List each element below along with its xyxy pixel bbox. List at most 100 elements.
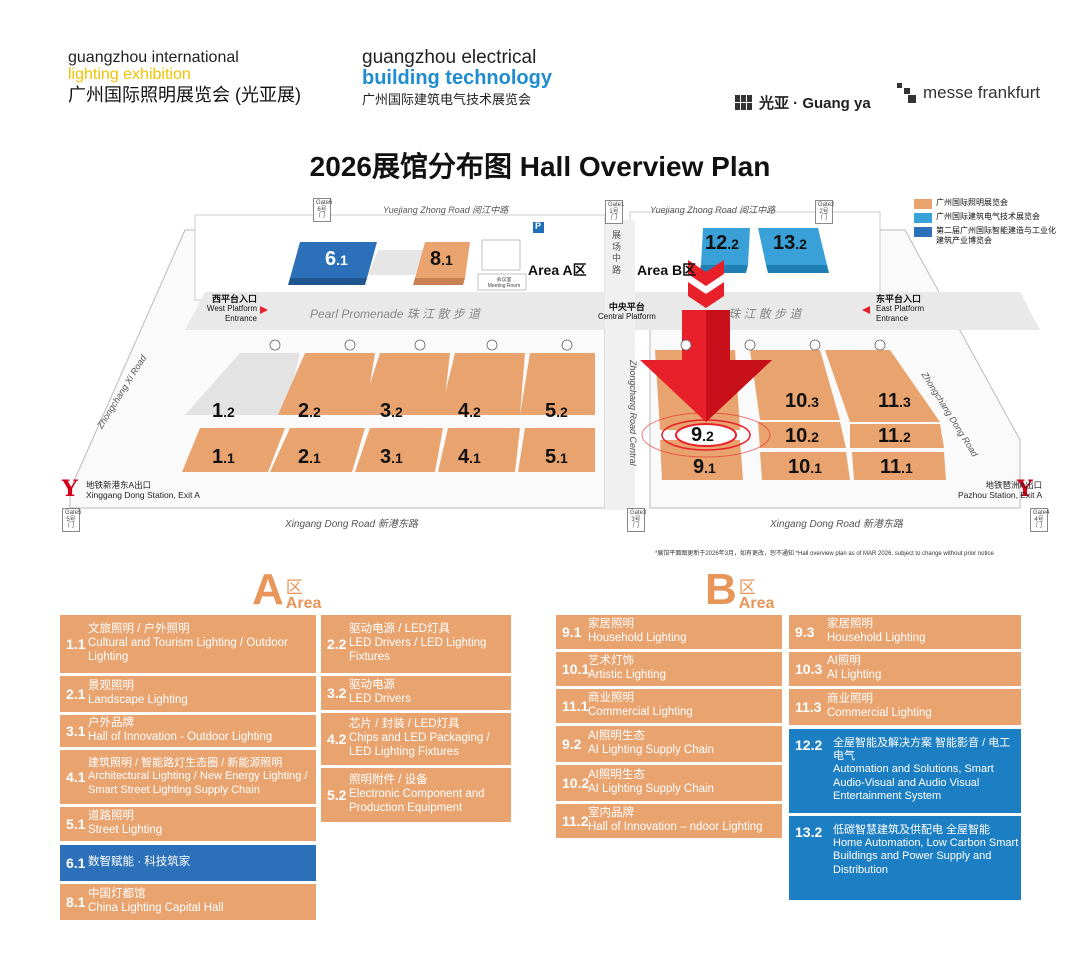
promenade-left: Pearl Promenade 珠 江 散 步 道 — [310, 307, 481, 321]
brand1-line1: guangzhou international — [68, 49, 239, 66]
gate-1: Gate1 1号门 — [605, 200, 624, 224]
legend-text-lighting: 广州国际照明展览会 — [936, 198, 1008, 207]
legend-item-lighting: 广州国际照明展览会 — [914, 198, 1056, 209]
hall-5-1-shape — [518, 428, 595, 472]
area-a-en: Area — [285, 595, 322, 612]
meeting-room-label: 会议室 Meeting Room — [482, 277, 526, 289]
brand2-line2: building technology — [362, 66, 552, 89]
brand1-line3: 广州国际照明展览会 (光亚展) — [68, 84, 301, 105]
hall-10-3-label: 10.3 — [785, 390, 819, 412]
meeting-room-main — [477, 273, 527, 291]
hall-8-1-shape — [415, 242, 470, 278]
hall-10-2-shape — [758, 422, 846, 448]
hall-overview-map: Yuejiang Zhong Road 阅江中路 Yuejiang Zhong … — [0, 190, 1080, 560]
east-entrance-label: 东平台入口 East Platform Entrance — [876, 294, 926, 323]
gate-5: Gate5 5号门 — [62, 508, 81, 532]
map-notice: *展馆平面图更新于2026年3月，如有更改，恕不通知 *Hall overvie… — [655, 551, 994, 557]
area-a-heading: A 区 Area — [252, 568, 321, 612]
hall-11-1-shape — [852, 452, 946, 480]
station-right-en: Pazhou Station, Exit A — [958, 490, 1043, 501]
hall-9-2-label: 9.2 — [691, 424, 714, 446]
legend-swatch-orange — [914, 199, 932, 209]
gate-2: Gate2 2号门 — [815, 200, 834, 224]
messe-frankfurt-logo-icon — [897, 83, 916, 103]
hall-9-1-shape — [660, 440, 743, 480]
hall-1-2-shape — [185, 353, 300, 415]
hall-4-2-label: 4.2 — [458, 400, 481, 422]
metro-logo-left-icon: Y — [62, 476, 78, 502]
brand-guangya: 光亚 · Guang ya — [735, 92, 871, 113]
hall-4-1-shape — [438, 428, 520, 472]
hall-10-2-label: 10.2 — [785, 425, 819, 447]
hall-12-2-shape — [701, 228, 750, 265]
hall-2-2-shape — [278, 353, 375, 415]
hall-6-1-shape — [290, 242, 377, 278]
hall-13-2-side — [766, 265, 829, 273]
central-strip — [605, 220, 635, 510]
area-b-north-outline — [629, 211, 881, 301]
legend-text-electrical: 广州国际建筑电气技术展览会 — [936, 212, 1040, 221]
hall-1-1-shape — [182, 428, 285, 472]
station-right-cn: 地铁琶洲A出口 — [985, 480, 1043, 490]
hall-3-2-label: 3.2 — [380, 400, 403, 422]
brand-messe-frankfurt: messe frankfurt — [895, 82, 1040, 104]
hall-2-1-label: 2.1 — [298, 446, 321, 468]
brand2-line3: 广州国际建筑电气技术展览会 — [362, 91, 532, 107]
area-a-letter: A — [252, 565, 284, 614]
station-left-en: Xinggang Dong Station, Exit A — [86, 490, 200, 501]
area-b-en: Area — [738, 595, 775, 612]
hall-1-2-label: 1.2 — [212, 400, 235, 422]
area-b-heading: B 区 Area — [705, 568, 774, 612]
hall-10-3-shape — [750, 350, 840, 420]
legend-swatch-lightblue — [914, 213, 932, 223]
hall-9-1-label: 9.1 — [693, 456, 716, 478]
hall-3-1-label: 3.1 — [380, 446, 403, 468]
hall-13-2-label: 13.2 — [773, 232, 807, 254]
hall-11-3-shape — [825, 350, 940, 422]
road-center: Zhongchang Road Central — [628, 360, 638, 466]
hall-13-2-shape — [758, 228, 827, 265]
road-top-left: Yuejiang Zhong Road 阅江中路 — [383, 205, 509, 215]
hall-5-2-label: 5.2 — [545, 400, 568, 422]
west-entrance-cn: 西平台入口 — [211, 294, 257, 304]
brand3-text: 光亚 · Guang ya — [759, 95, 871, 112]
legend-item-electrical: 广州国际建筑电气技术展览会 — [914, 212, 1056, 223]
area-b-letter: B — [705, 565, 737, 614]
gate-4: Gate4 4号门 — [1030, 508, 1049, 532]
west-entrance-en: West Platform Entrance — [206, 304, 257, 323]
hall-4-2-shape — [440, 353, 525, 415]
west-entrance-arrow — [260, 306, 268, 314]
page-title: 2026展馆分布图 Hall Overview Plan — [309, 151, 771, 182]
central-platform-en: Central Platform — [598, 312, 656, 322]
east-entrance-en: East Platform Entrance — [876, 304, 925, 323]
area-a-label: Area A区 — [528, 262, 587, 278]
hall-11-3-label: 11.3 — [878, 390, 911, 412]
hall-4-1-label: 4.1 — [458, 446, 481, 468]
hall-12-2-label: 12.2 — [705, 232, 739, 254]
area-b-sub: 区 Area — [739, 579, 775, 612]
east-entrance-arrow — [862, 306, 870, 314]
central-platform-label: 中央平台 Central Platform — [598, 302, 656, 322]
promenade-right: 珠 江 散 步 道 — [728, 307, 802, 321]
metro-logo-right-icon: Y — [1017, 476, 1033, 502]
legend-swatch-darkblue — [914, 227, 932, 237]
road-bottom-left: Xingang Dong Road 新港东路 — [285, 519, 418, 530]
station-left: 地铁新港东A出口 Xinggang Dong Station, Exit A — [86, 480, 200, 500]
hall-5-2-shape — [520, 353, 595, 415]
legend-item-construction: 第二届广州国际智能建造与工业化建筑产业博览会 — [914, 226, 1056, 245]
brand-electrical-building: guangzhou electrical building technology… — [362, 48, 552, 107]
hall-blank-shape — [368, 250, 425, 275]
walkway-markers — [269, 339, 886, 351]
hall-8-1-label: 8.1 — [430, 248, 453, 270]
hall-10-1-shape — [760, 452, 850, 480]
